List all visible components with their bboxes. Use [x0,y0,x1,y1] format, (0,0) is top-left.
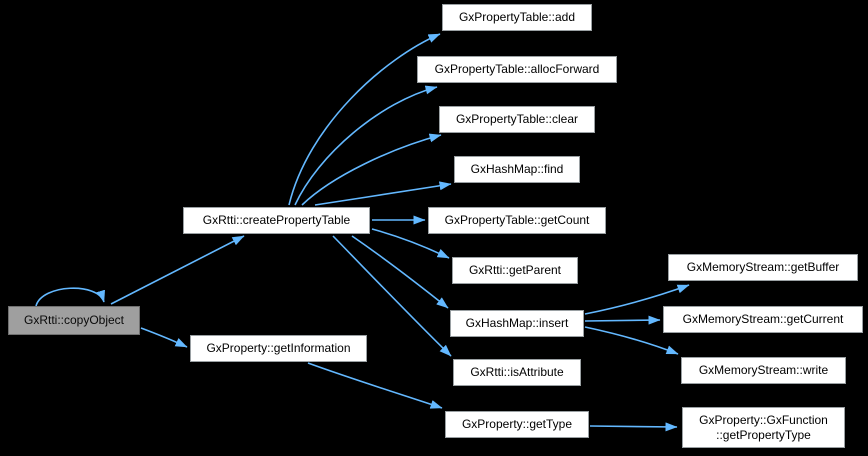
edge-getType-getPropertyType [589,422,678,432]
node-clear[interactable]: GxPropertyTable::clear [439,106,595,133]
node-allocForward[interactable]: GxPropertyTable::allocForward [417,56,617,83]
edge-createPropertyTable-add [288,33,441,206]
node-getPropertyType[interactable]: GxProperty::GxFunction ::getPropertyType [682,407,845,448]
edge-insert-write [584,326,679,355]
node-getInformation[interactable]: GxProperty::getInformation [190,335,367,362]
edges-group [35,33,690,432]
edge-copyObject-copyObject [35,287,105,307]
edge-copyObject-getInformation [140,327,188,348]
edge-copyObject-createPropertyTable [110,235,245,305]
edge-createPropertyTable-clear [301,133,442,206]
node-insert[interactable]: GxHashMap::insert [450,310,584,337]
node-add[interactable]: GxPropertyTable::add [442,4,592,31]
node-copyObject[interactable]: GxRtti::copyObject [8,306,140,335]
node-find[interactable]: GxHashMap::find [454,156,580,183]
node-getBuffer[interactable]: GxMemoryStream::getBuffer [668,254,858,281]
node-getParent[interactable]: GxRtti::getParent [452,257,578,284]
node-getType[interactable]: GxProperty::getType [445,411,589,438]
edge-getInformation-getType [307,362,443,409]
edge-insert-getCurrent [584,315,661,325]
edge-createPropertyTable-allocForward [294,85,438,206]
edge-createPropertyTable-isAttribute [332,235,452,357]
edge-createPropertyTable-insert [351,235,449,309]
edge-insert-getBuffer [584,284,690,315]
node-isAttribute[interactable]: GxRtti::isAttribute [453,359,581,386]
node-getCount[interactable]: GxPropertyTable::getCount [428,207,606,234]
edge-createPropertyTable-find [314,181,452,206]
node-getCurrent[interactable]: GxMemoryStream::getCurrent [663,306,863,333]
node-write[interactable]: GxMemoryStream::write [681,357,846,384]
edge-createPropertyTable-getParent [371,228,450,259]
node-createPropertyTable[interactable]: GxRtti::createPropertyTable [183,207,370,234]
